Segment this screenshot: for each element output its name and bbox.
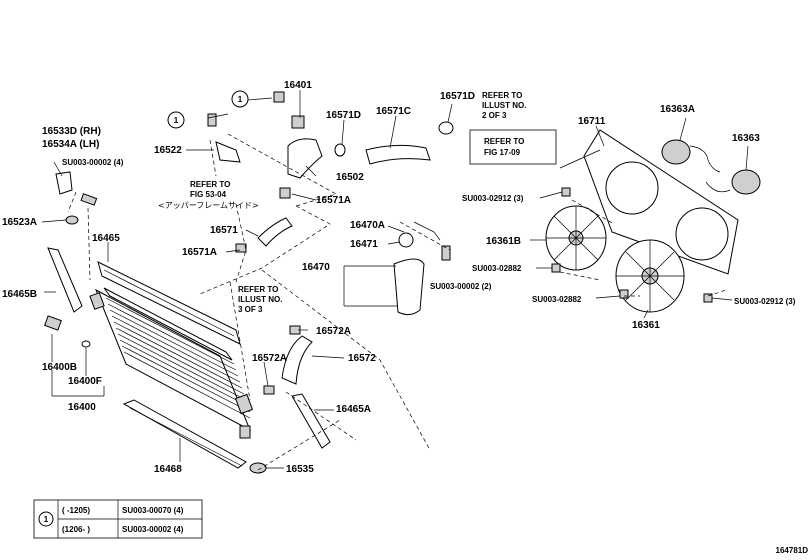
refer-fig17-box	[469, 129, 557, 165]
figure-id: 164781D	[776, 546, 809, 555]
label-16523A: 16523A	[2, 217, 37, 228]
svg-text:1: 1	[238, 95, 243, 104]
svg-text:1: 1	[174, 116, 179, 125]
label-16401: 16401	[284, 80, 312, 91]
label-16361B: 16361B	[486, 236, 521, 247]
legend-row2-range: (1206- )	[62, 525, 90, 534]
radiator-core	[89, 287, 254, 439]
label-16468: 16468	[154, 464, 182, 475]
label-16400F: 16400F	[68, 376, 102, 387]
legend-row1-part: SU003-00070 (4)	[122, 506, 184, 515]
label-16363A: 16363A	[660, 104, 695, 115]
label-16400: 16400	[68, 402, 96, 413]
label-su003-00002-2: SU003-00002 (2)	[430, 282, 492, 291]
legend-row2-part: SU003-00002 (4)	[122, 525, 184, 534]
callout-marker-a: 1	[167, 111, 185, 129]
label-16533D: 16533D (RH)	[42, 126, 101, 137]
mount-cushions	[65, 215, 267, 474]
bracket-16522	[207, 113, 241, 163]
label-16502: 16502	[336, 172, 364, 183]
label-16572A-a: 16572A	[316, 326, 351, 337]
label-16400B: 16400B	[42, 362, 77, 373]
water-outlet	[273, 91, 323, 179]
drain-plug	[44, 315, 91, 348]
refer-illust-2-line2: ILLUST NO.	[482, 101, 526, 110]
side-seal-left	[47, 247, 83, 313]
label-su003-02882-b: SU003-02882	[532, 295, 582, 304]
label-16571A-mid: 16571A	[182, 247, 217, 258]
support-bracket	[55, 171, 98, 206]
dashed-leaders	[67, 133, 727, 471]
label-su003-02912-3-left: SU003-02912 (3)	[462, 194, 524, 203]
label-16535: 16535	[286, 464, 314, 475]
label-16711: 16711	[578, 116, 606, 127]
part-labels: 16401 16571D 16571C 16571D REFER TO ILLU…	[2, 80, 808, 555]
label-16534A: 16534A (LH)	[42, 139, 99, 150]
refer-illust-3-line1: REFER TO	[238, 285, 278, 294]
callout-marker-b: 1	[231, 90, 249, 108]
refer-fig17-line1: REFER TO	[484, 137, 524, 146]
label-16363: 16363	[732, 133, 760, 144]
refer-fig53-jp: <アッパーフレームサイド>	[158, 201, 259, 210]
upper-hose	[334, 121, 454, 165]
refer-illust-3-line2: ILLUST NO.	[238, 295, 282, 304]
label-16361: 16361	[632, 320, 660, 331]
label-16571D-a: 16571D	[326, 110, 361, 121]
side-seal-right	[291, 393, 331, 449]
fan-shroud	[559, 129, 739, 275]
label-16571: 16571	[210, 225, 238, 236]
refer-fig53-line1: REFER TO	[190, 180, 230, 189]
label-su003-00002-4-top: SU003-00002 (4)	[62, 158, 124, 167]
reserve-tank	[393, 221, 451, 316]
label-16471: 16471	[350, 239, 378, 250]
fan-motors	[661, 139, 761, 195]
label-16571C: 16571C	[376, 106, 411, 117]
lower-seal	[122, 399, 247, 469]
upper-seal	[97, 261, 241, 345]
leader-lines	[41, 90, 749, 469]
legend-marker-text: 1	[44, 515, 49, 524]
label-16572A-b: 16572A	[252, 353, 287, 364]
refer-illust-3-line3: 3 OF 3	[238, 305, 263, 314]
legend-row1-range: ( -1205)	[62, 506, 90, 515]
refer-fig17-line2: FIG 17-09	[484, 148, 521, 157]
lower-hose	[263, 325, 313, 395]
small-hose	[235, 187, 293, 253]
label-16465B: 16465B	[2, 289, 37, 300]
label-16470A: 16470A	[350, 220, 385, 231]
label-su003-02882-a: SU003-02882	[472, 264, 522, 273]
label-16572: 16572	[348, 353, 376, 364]
refer-fig53-line2: FIG 53-04	[190, 190, 227, 199]
label-16522: 16522	[154, 145, 182, 156]
label-su003-02912-3-right: SU003-02912 (3)	[734, 297, 796, 306]
label-16571D-b: 16571D	[440, 91, 475, 102]
refer-illust-2-line1: REFER TO	[482, 91, 522, 100]
label-16470: 16470	[302, 262, 330, 273]
legend-marker	[38, 511, 54, 527]
label-16465: 16465	[92, 233, 120, 244]
label-16465A: 16465A	[336, 404, 371, 415]
refer-illust-2-line3: 2 OF 3	[482, 111, 507, 120]
legend-table: 1 ( -1205) SU003-00070 (4) (1206- ) SU00…	[33, 499, 203, 539]
label-16571A-top: 16571A	[316, 195, 351, 206]
fans	[545, 205, 685, 313]
